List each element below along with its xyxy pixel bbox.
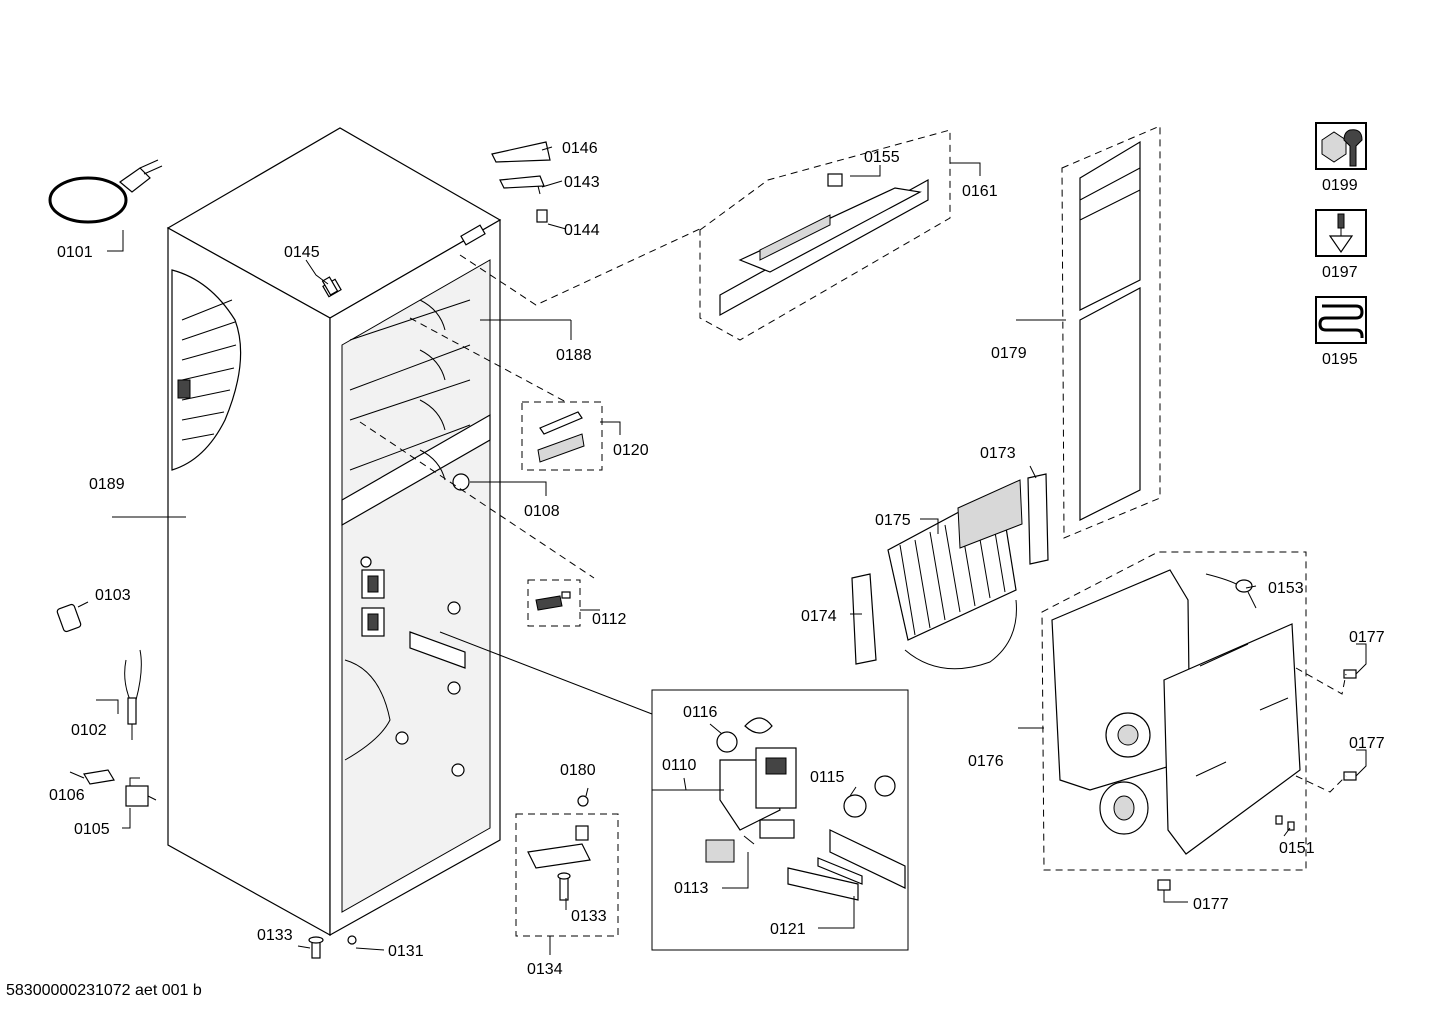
lamp-holder-0120 xyxy=(537,411,585,463)
fan-housing-0176 xyxy=(1051,569,1301,855)
doors-0179 xyxy=(1079,140,1141,521)
label-0121: 0121 xyxy=(770,921,806,938)
part-labels: 0101 0145 0146 0143 0144 0155 0161 0188 … xyxy=(49,140,1385,978)
bracket-0174 xyxy=(851,573,877,665)
label-0197: 0197 xyxy=(1322,264,1358,281)
label-0112: 0112 xyxy=(592,611,627,628)
label-0131: 0131 xyxy=(388,943,424,960)
label-0177-top: 0177 xyxy=(1349,629,1385,646)
bracket-0173 xyxy=(1027,473,1049,565)
label-0133-foot: 0133 xyxy=(257,927,293,944)
label-0115: 0115 xyxy=(810,769,845,786)
bushing-0144 xyxy=(536,209,548,223)
cabinet-body xyxy=(166,127,502,959)
electronics-group xyxy=(705,717,906,901)
label-0174: 0174 xyxy=(801,608,837,625)
label-0103: 0103 xyxy=(95,587,131,604)
label-0101: 0101 xyxy=(57,244,93,261)
control-panel-0155 xyxy=(719,173,929,317)
label-0120: 0120 xyxy=(613,442,649,459)
label-0105: 0105 xyxy=(74,821,110,838)
label-0199: 0199 xyxy=(1322,177,1358,194)
capacitor xyxy=(56,603,82,633)
label-0180: 0180 xyxy=(560,762,596,779)
label-0143: 0143 xyxy=(564,174,600,191)
label-0102: 0102 xyxy=(71,722,107,739)
label-0133-kit: 0133 xyxy=(571,908,607,925)
screwdriver-icon xyxy=(1315,209,1367,257)
relay-switch xyxy=(125,777,157,807)
label-0179: 0179 xyxy=(991,345,1027,362)
label-0177-bottom: 0177 xyxy=(1193,896,1229,913)
kit-icons: 0199 0197 0195 xyxy=(1315,122,1367,368)
label-0108: 0108 xyxy=(524,503,560,520)
label-0113: 0113 xyxy=(674,880,709,897)
label-0151: 0151 xyxy=(1279,840,1315,857)
label-0134: 0134 xyxy=(527,961,563,978)
hinge-pin-0145 xyxy=(321,276,339,296)
indicator-0108 xyxy=(452,473,470,491)
label-0161: 0161 xyxy=(962,183,998,200)
label-0146: 0146 xyxy=(562,140,598,157)
label-0189: 0189 xyxy=(89,476,125,493)
sensor-0153 xyxy=(1205,573,1257,609)
label-0176: 0176 xyxy=(968,753,1004,770)
evaporator-0175 xyxy=(887,479,1023,670)
label-0195: 0195 xyxy=(1322,351,1358,368)
washer-0180 xyxy=(577,795,589,807)
label-0144: 0144 xyxy=(564,222,600,239)
document-id: 58300000231072 aet 001 b xyxy=(6,982,202,999)
hinge-bracket-0143 xyxy=(499,175,545,195)
label-0106: 0106 xyxy=(49,787,85,804)
label-0110: 0110 xyxy=(662,757,697,774)
power-cord xyxy=(48,159,163,224)
label-0177-mid: 0177 xyxy=(1349,735,1385,752)
thermal-fuse xyxy=(124,649,142,740)
label-0116: 0116 xyxy=(683,704,718,721)
heating-coil-icon xyxy=(1315,296,1367,344)
clip-small xyxy=(83,769,115,785)
wrench-nut-icon xyxy=(1315,122,1367,170)
label-0153: 0153 xyxy=(1268,580,1304,597)
label-0173: 0173 xyxy=(980,445,1016,462)
label-0175: 0175 xyxy=(875,512,911,529)
leveling-foot-0134 xyxy=(527,825,591,901)
switch-0112 xyxy=(535,591,571,611)
label-0145: 0145 xyxy=(284,244,320,261)
screws xyxy=(1157,669,1357,891)
leader-lines xyxy=(69,146,1367,955)
label-0155: 0155 xyxy=(864,149,900,166)
label-0188: 0188 xyxy=(556,347,592,364)
handle-cover-0146 xyxy=(491,141,551,163)
